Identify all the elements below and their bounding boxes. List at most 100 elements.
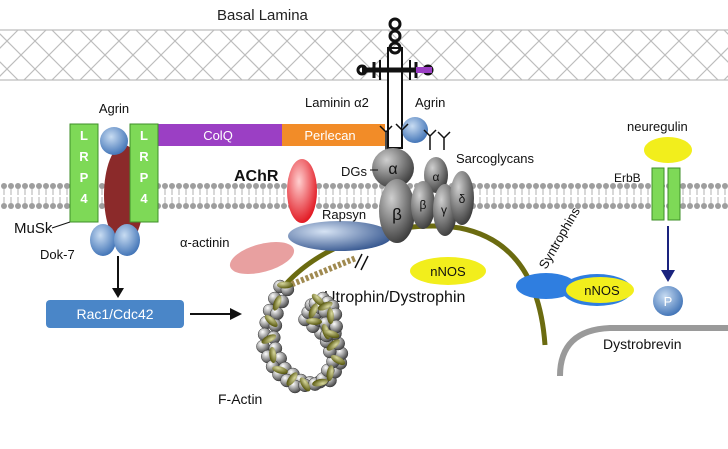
lipid-head — [253, 203, 259, 209]
sarcoglycans-label: Sarcoglycans — [456, 151, 535, 166]
lamina-strand — [135, 29, 187, 81]
lipid-head — [8, 183, 14, 189]
basal-lamina-label: Basal Lamina — [217, 7, 309, 24]
lipid-head — [722, 183, 728, 189]
tropomyosin-segment — [286, 372, 298, 386]
lamina-strand — [331, 29, 383, 81]
neuregulin-label: neuregulin — [627, 119, 688, 134]
lipid-head — [533, 183, 539, 189]
agrin-right — [402, 117, 428, 143]
lipid-head — [162, 183, 168, 189]
lrp4-right — [129, 123, 159, 223]
lipid-head — [239, 183, 245, 189]
laminin-label: Laminin α2 — [305, 95, 369, 110]
lipid-head — [365, 203, 371, 209]
lamina-strand — [219, 29, 271, 81]
lipid-head — [554, 183, 560, 189]
dok7-left — [90, 224, 116, 256]
lipid-head — [624, 183, 630, 189]
tropomyosin-segment — [330, 354, 346, 366]
tropomyosin-segment — [272, 366, 288, 374]
lipid-head — [701, 183, 707, 189]
tropomyosin-segment — [269, 347, 277, 363]
phospho-label: P — [664, 294, 673, 309]
lipid-head — [358, 183, 364, 189]
lipid-head — [519, 203, 525, 209]
lipid-head — [36, 203, 42, 209]
musk-pointer — [51, 221, 71, 229]
lrp4-right-4: 4 — [140, 191, 148, 206]
utrophin-label: Utrophin/Dystrophin — [324, 289, 465, 306]
lamina-strand — [471, 29, 523, 81]
neuregulin — [644, 137, 692, 163]
lipid-head — [1, 183, 7, 189]
lipid-head — [267, 183, 273, 189]
lipid-head — [330, 203, 336, 209]
lipid-head — [575, 203, 581, 209]
sg-beta-label: β — [420, 198, 427, 212]
rapsyn — [288, 221, 392, 251]
lipid-head — [708, 183, 714, 189]
lrp4-left-p: P — [80, 170, 89, 185]
sg-delta — [450, 171, 474, 225]
lipid-head — [540, 203, 546, 209]
lipid-head — [211, 203, 217, 209]
lipid-head — [169, 183, 175, 189]
lrp4-left-l: L — [80, 128, 88, 143]
dok7-label: Dok-7 — [40, 247, 75, 262]
erbb-right — [667, 167, 681, 221]
lipid-head — [50, 203, 56, 209]
lipid-head — [344, 203, 350, 209]
lipid-head — [316, 183, 322, 189]
lipid-head — [645, 203, 651, 209]
lamina-strand — [191, 29, 243, 81]
alpha-actinin — [229, 242, 295, 274]
lamina-strand — [639, 29, 691, 81]
lipid-head — [596, 183, 602, 189]
lipid-head — [64, 203, 70, 209]
tropomyosin-segment — [311, 293, 325, 307]
beta-dg-label: β — [392, 205, 402, 224]
dystrobrevin-label: Dystrobrevin — [603, 336, 682, 352]
lamina-strand — [667, 29, 719, 81]
lipid-head — [505, 203, 511, 209]
lipid-head — [316, 203, 322, 209]
arrow-erbb-p-head — [661, 270, 675, 282]
lipid-head — [631, 183, 637, 189]
perlecan-bar — [282, 124, 385, 146]
lamina-strand — [583, 29, 635, 81]
lipid-head — [1, 203, 7, 209]
lipid-head — [99, 203, 105, 209]
lipid-head — [218, 183, 224, 189]
tropomyosin-segment — [308, 303, 318, 319]
lipid-head — [540, 183, 546, 189]
lipid-head — [358, 203, 364, 209]
lipid-head — [15, 203, 21, 209]
lipid-head — [477, 203, 483, 209]
lipid-head — [589, 203, 595, 209]
f-actin-filament — [256, 279, 349, 394]
lipid-head — [526, 203, 532, 209]
lipid-head — [638, 203, 644, 209]
dok7-right — [114, 224, 140, 256]
lipid-head — [232, 203, 238, 209]
lipid-head — [29, 183, 35, 189]
lamina-strand — [499, 29, 551, 81]
lipid-head — [365, 183, 371, 189]
lamina-strand — [0, 29, 47, 77]
lamina-strand — [51, 29, 103, 81]
lipid-head — [687, 203, 693, 209]
lamina-strand — [611, 29, 663, 81]
lamina-strand — [0, 29, 19, 49]
lipid-head — [337, 203, 343, 209]
lipid-head — [372, 203, 378, 209]
sg-delta-label: δ — [459, 192, 466, 206]
lipid-head — [645, 183, 651, 189]
lrp4-left — [69, 123, 99, 223]
lipid-head — [260, 203, 266, 209]
lipid-head — [8, 203, 14, 209]
lipid-head — [274, 203, 280, 209]
lipid-head — [218, 203, 224, 209]
lrp4-left-4: 4 — [80, 191, 88, 206]
